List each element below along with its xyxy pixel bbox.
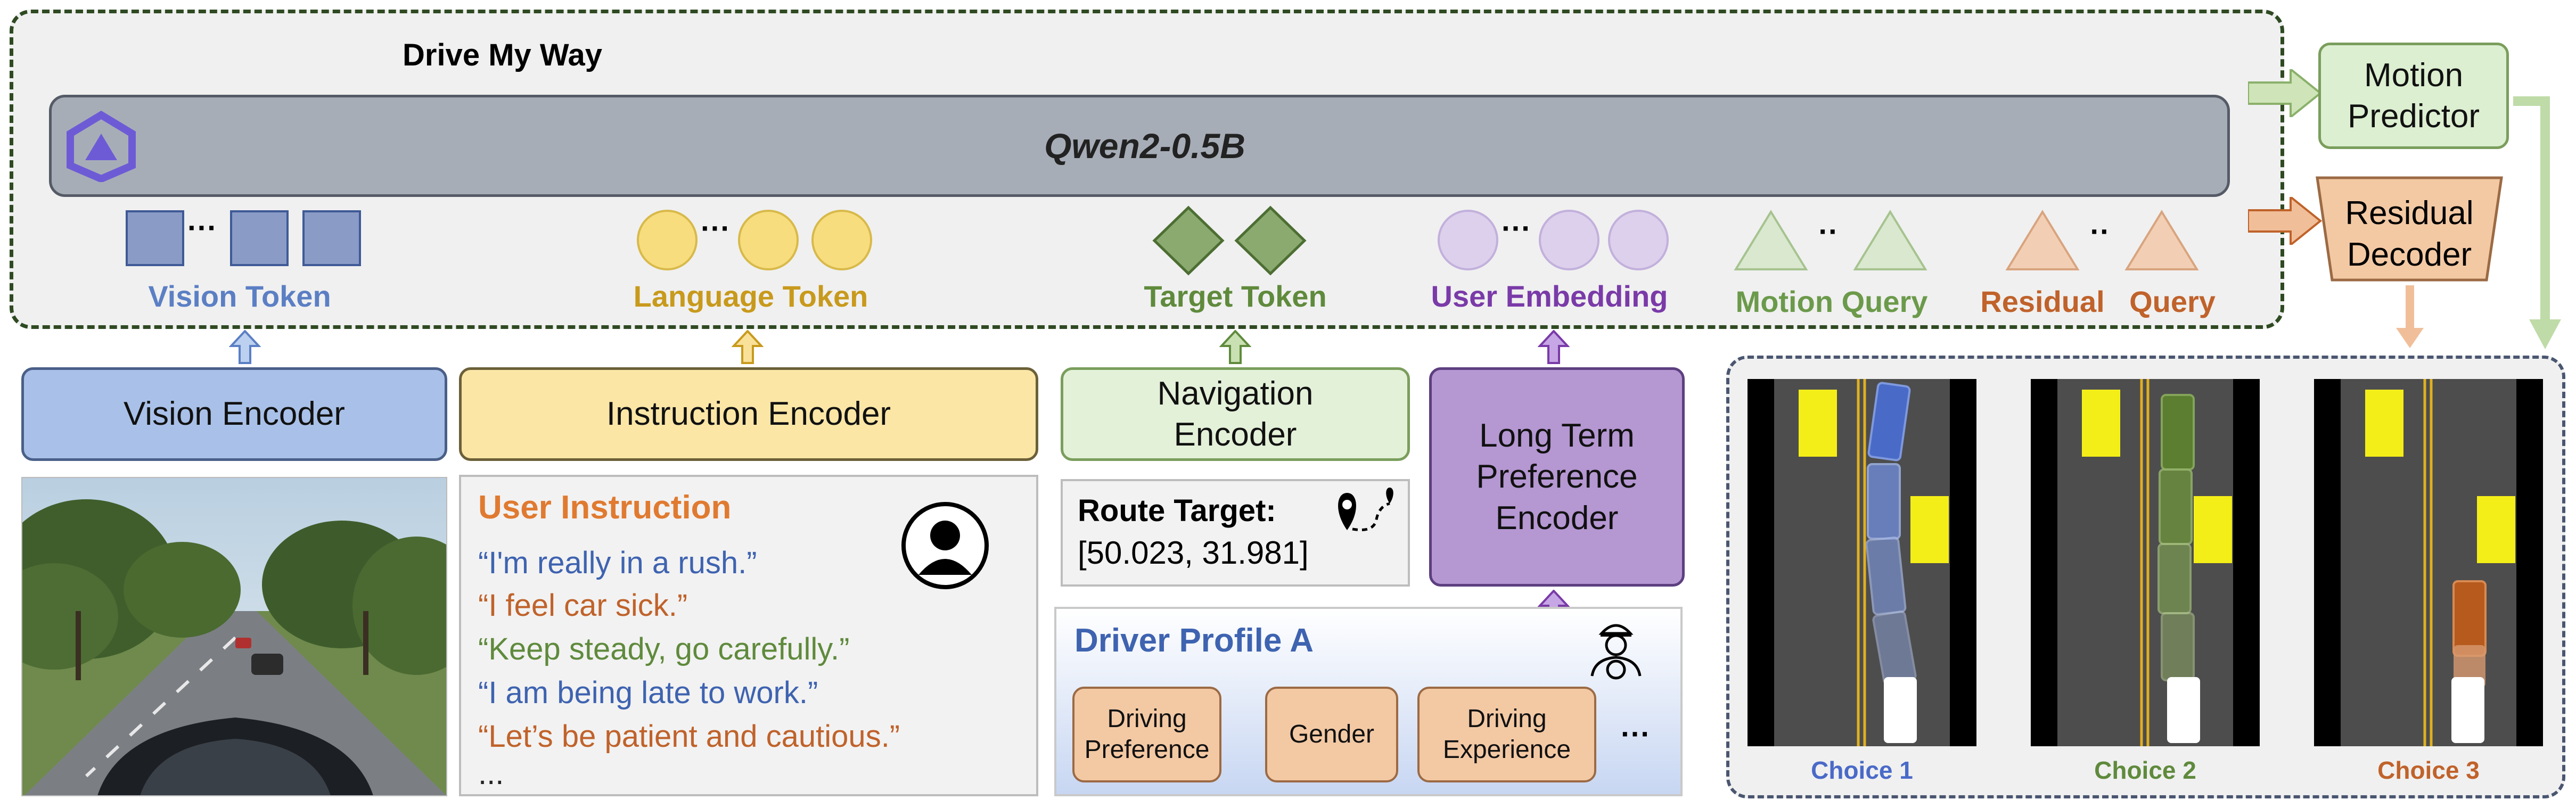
arrow-up-vision (228, 329, 261, 364)
choice-road-1 (1748, 379, 1976, 746)
chip-driving-experience: Driving Experience (1417, 687, 1596, 782)
arrow-up-instruction (731, 329, 764, 364)
instruction-line: ... (478, 756, 504, 791)
language-token-circle (738, 210, 799, 270)
camera-view-image (21, 477, 447, 796)
user-embedding-circle (1438, 210, 1498, 270)
chip-driving-preference-line2: Preference (1084, 736, 1210, 764)
route-target-value: [50.023, 31.981] (1078, 535, 1309, 571)
instruction-line: “I'm really in a rush.” (478, 546, 757, 580)
arrow-to-residual-decoder (2247, 194, 2323, 248)
arrow-to-motion-predictor (2247, 67, 2323, 120)
chip-gender: Gender (1265, 687, 1398, 782)
residual-decoder-line2: Decoder (2347, 236, 2472, 273)
vision-token-ellipsis: ··· (187, 211, 217, 244)
residual-query-label-b: Query (2129, 285, 2216, 318)
driver-profile-title: Driver Profile A (1074, 622, 1314, 659)
navigation-encoder-line2: Encoder (1174, 416, 1297, 453)
vision-encoder-box: Vision Encoder (21, 367, 447, 461)
residual-decoder-box (2311, 176, 2508, 282)
qwen-model-label: Qwen2-0.5B (1044, 126, 1245, 166)
language-token-circle (811, 210, 872, 270)
chip-driving-preference: Driving Preference (1072, 687, 1221, 782)
arrow-residual-down (2395, 285, 2425, 349)
preference-encoder-line3: Encoder (1495, 499, 1619, 537)
route-target-label: Route Target: (1078, 493, 1276, 528)
vision-token-square (230, 210, 289, 266)
arrow-motion-down (2513, 85, 2572, 351)
vision-token-square (126, 210, 184, 266)
motion-predictor-box: Motion Predictor (2318, 43, 2509, 149)
instruction-encoder-box: Instruction Encoder (459, 367, 1038, 461)
navigation-encoder-line1: Navigation (1157, 375, 1314, 412)
residual-query-triangles: ·· (2004, 209, 2201, 273)
user-embedding-label: User Embedding (1431, 279, 1668, 313)
framework-title: Drive My Way (403, 38, 602, 72)
user-embedding-circle (1539, 210, 1599, 270)
arrow-up-navigation (1219, 329, 1252, 364)
chip-driving-experience-line1: Driving (1467, 705, 1547, 733)
choice-road-2 (2031, 379, 2260, 746)
preference-encoder-line2: Preference (1476, 458, 1638, 496)
svg-text:··: ·· (1818, 215, 1838, 248)
language-token-label: Language Token (633, 279, 868, 313)
user-instruction-title: User Instruction (478, 489, 732, 526)
user-avatar-icon (900, 500, 990, 591)
residual-decoder-line1: Residual (2345, 195, 2474, 232)
chip-driving-experience-line2: Experience (1442, 736, 1571, 764)
choice-label-2: Choice 2 (2094, 756, 2196, 784)
user-embedding-ellipsis: ··· (1502, 211, 1531, 245)
profile-more-ellipsis: ··· (1621, 717, 1651, 751)
target-token-label: Target Token (1144, 279, 1327, 313)
language-token-ellipsis: ··· (701, 211, 731, 245)
instruction-line: “Keep steady, go carefully.” (478, 632, 850, 666)
driver-icon (1581, 612, 1651, 681)
choice-label-1: Choice 1 (1811, 756, 1913, 784)
chip-driving-preference-line1: Driving (1107, 705, 1187, 733)
motion-predictor-line2: Predictor (2347, 98, 2480, 135)
navigation-encoder-box: Navigation Encoder (1061, 367, 1410, 461)
choice-road-3 (2314, 379, 2543, 746)
target-token-diamonds (1150, 204, 1310, 277)
motion-query-triangles: ·· (1733, 209, 1930, 273)
qwen-logo-icon (64, 110, 138, 183)
route-pin-icon (1331, 482, 1400, 541)
instruction-line: “I am being late to work.” (478, 675, 818, 710)
instruction-line: “Let’s be patient and cautious.” (478, 719, 900, 754)
svg-text:··: ·· (2090, 215, 2110, 248)
motion-predictor-line1: Motion (2364, 56, 2464, 94)
language-token-circle (637, 210, 698, 270)
preference-encoder-box: Long Term Preference Encoder (1429, 367, 1685, 587)
choice-label-3: Choice 3 (2377, 756, 2480, 784)
user-embedding-circle (1608, 210, 1669, 270)
qwen-model-bar (49, 95, 2230, 197)
vision-token-label: Vision Token (148, 279, 331, 313)
vision-token-square (302, 210, 361, 266)
motion-query-label: Motion Query (1735, 285, 1928, 318)
arrow-up-preference (1537, 329, 1570, 364)
residual-query-label-a: Residual (1980, 285, 2105, 318)
instruction-line: “I feel car sick.” (478, 588, 688, 623)
preference-encoder-line1: Long Term (1479, 417, 1635, 454)
